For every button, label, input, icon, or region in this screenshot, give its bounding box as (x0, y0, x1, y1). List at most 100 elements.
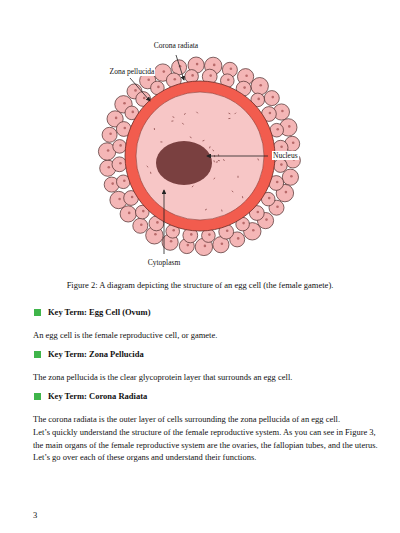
cell-nucleus (276, 128, 279, 131)
cell-nucleus (237, 237, 240, 240)
cell-nucleus (143, 97, 146, 100)
cell-nucleus (290, 175, 293, 178)
cell-nucleus (292, 142, 295, 145)
granule (197, 112, 198, 114)
cell-nucleus (163, 70, 166, 73)
cell-nucleus (265, 218, 268, 221)
cell-nucleus (111, 182, 114, 185)
follicle-cell (133, 218, 148, 233)
follicle-cell (264, 91, 279, 106)
part-label: Corona radiata (153, 41, 199, 50)
cell-nucleus (281, 110, 284, 113)
cell-nucleus (124, 127, 127, 130)
cell-nucleus (134, 89, 137, 92)
granule (257, 159, 259, 161)
granule (190, 137, 192, 138)
cell-nucleus (230, 68, 233, 71)
granule (223, 160, 225, 161)
body-text: An egg cell is the female reproductive c… (33, 329, 373, 342)
cell-nucleus (285, 191, 288, 194)
granule (228, 118, 230, 119)
granule (171, 120, 173, 121)
nucleus (156, 141, 212, 185)
granule (192, 186, 194, 187)
cell-nucleus (174, 78, 177, 81)
cell-nucleus (115, 117, 118, 120)
corona-cells (98, 57, 300, 256)
body-text: The corona radiata is the outer layer of… (33, 413, 378, 426)
cell-nucleus (142, 210, 145, 213)
cell-nucleus (140, 224, 143, 227)
granule (229, 113, 231, 115)
part-label: Zona pellucida (109, 67, 156, 76)
granule (184, 113, 185, 115)
cell-nucleus (131, 196, 134, 199)
granule (154, 128, 155, 130)
cell-nucleus (276, 205, 279, 208)
cell-nucleus (191, 74, 194, 77)
zona-pellucida (125, 81, 275, 231)
cell-nucleus (147, 78, 150, 81)
cell-nucleus (156, 221, 159, 224)
granule (205, 209, 207, 210)
cell-nucleus (204, 245, 207, 248)
body-text: The zona pellucida is the clear glycopro… (33, 371, 373, 384)
cell-nucleus (276, 181, 279, 184)
granule (214, 178, 216, 179)
granule (242, 196, 243, 198)
cell-nucleus (209, 74, 212, 77)
cell-nucleus (190, 233, 193, 236)
follicle-cell (120, 206, 136, 222)
cell-nucleus (259, 84, 262, 87)
cytoplasm-granules (147, 112, 259, 212)
cell-nucleus (288, 125, 291, 128)
granule (209, 146, 211, 148)
cell-nucleus (221, 242, 224, 245)
cell-nucleus (119, 144, 122, 147)
follicle-cell (274, 159, 288, 173)
cell-nucleus (118, 198, 121, 201)
granule (238, 176, 239, 178)
cell-nucleus (170, 240, 173, 243)
key-term-heading: Key Term: Corona Radiata (48, 390, 147, 403)
granule (173, 116, 175, 118)
leader-line (164, 190, 165, 254)
bullet-square (34, 393, 41, 400)
cell-nucleus (123, 102, 126, 105)
cell-nucleus (119, 162, 122, 165)
leader-line (207, 156, 268, 157)
cell-nucleus (213, 64, 216, 67)
part-label: Nucleus (272, 151, 299, 160)
cell-nucleus (109, 133, 112, 136)
cell-nucleus (107, 149, 110, 152)
follicle-cell (282, 169, 298, 185)
cell-nucleus (226, 229, 229, 232)
cell-nucleus (242, 222, 245, 225)
body-text: Let’s quickly understand the structure o… (33, 426, 378, 464)
cell-nucleus (280, 145, 283, 148)
granule (218, 160, 220, 162)
cell-nucleus (172, 229, 175, 232)
cell-nucleus (245, 74, 248, 77)
follicle-cell (102, 127, 117, 142)
granule (203, 140, 205, 142)
granule (182, 123, 183, 125)
follicle-cell (113, 140, 127, 154)
part-label: Cytoplasm (147, 258, 182, 267)
granule (216, 161, 218, 162)
cell-nucleus (128, 212, 131, 215)
granule (213, 150, 215, 151)
granule (147, 166, 149, 167)
granule (235, 113, 236, 114)
leader-line (130, 78, 150, 101)
cell-nucleus (187, 244, 190, 247)
cell-nucleus (257, 211, 260, 214)
cell-nucleus (227, 78, 230, 81)
granule (150, 172, 151, 174)
granule (221, 210, 223, 212)
cell-nucleus (154, 233, 157, 236)
granule (160, 141, 162, 142)
follicle-cell (112, 157, 127, 172)
cell-nucleus (108, 166, 111, 169)
cell-nucleus (132, 111, 135, 114)
